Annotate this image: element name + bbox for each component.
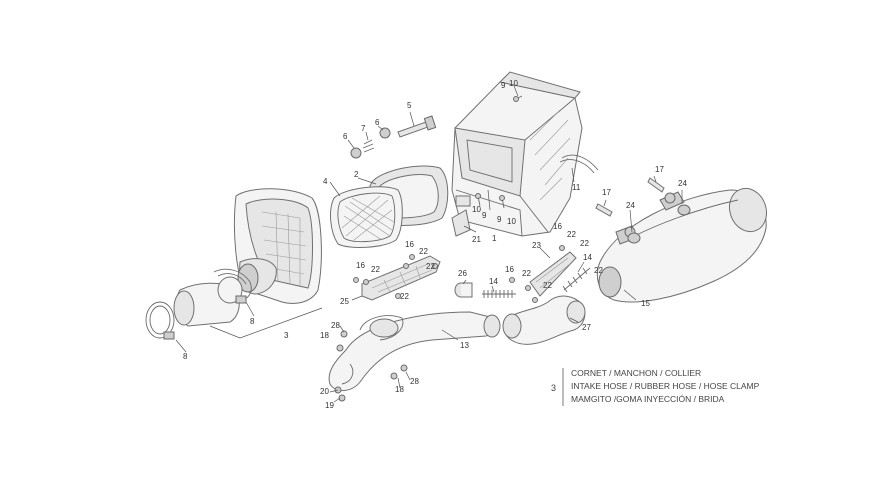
callout-5: 5	[407, 101, 412, 110]
callout-16b: 16	[356, 261, 365, 270]
leader-lines	[175, 85, 683, 403]
legend-line-en: INTAKE HOSE / RUBBER HOSE / HOSE CLAMP	[571, 381, 760, 391]
callout-8b: 8	[183, 352, 188, 361]
callout-22e: 22	[567, 230, 576, 239]
callout-6b: 6	[375, 118, 380, 127]
link-pipe-part	[502, 295, 586, 345]
muffler-bolts-part	[595, 177, 691, 244]
springs-part	[454, 267, 591, 298]
callout-10c: 10	[507, 217, 516, 226]
callout-23: 23	[532, 241, 541, 250]
legend-line-es: MAMGITO /GOMA INYECCIÓN / BRIDA	[571, 394, 725, 404]
callout-28a: 28	[331, 321, 340, 330]
callout-20: 20	[320, 387, 329, 396]
callout-28b: 28	[410, 377, 419, 386]
callout-19: 19	[325, 401, 334, 410]
callout-22a: 22	[419, 247, 428, 256]
callout-8a: 8	[250, 317, 255, 326]
callout-26: 26	[458, 269, 467, 278]
callout-numbers: 1 2 3 4 5 6 6 7 8 8 9 9 9 10 10 10 11 13…	[183, 79, 687, 410]
callout-16c: 16	[553, 222, 562, 231]
callout-10a: 10	[509, 79, 518, 88]
callout-4: 4	[323, 177, 328, 186]
callout-22h: 22	[543, 281, 552, 290]
callout-18a: 18	[320, 331, 329, 340]
callout-22f: 22	[580, 239, 589, 248]
callout-24b: 24	[626, 201, 635, 210]
callout-22g: 22	[522, 269, 531, 278]
callout-22d: 22	[400, 292, 409, 301]
callout-22i: 22	[594, 266, 603, 275]
callout-7: 7	[361, 124, 366, 133]
callout-13: 13	[460, 341, 469, 350]
legend-line-fr: CORNET / MANCHON / COLLIER	[571, 368, 701, 378]
callout-15: 15	[641, 299, 650, 308]
airbox-cover-part	[234, 188, 322, 304]
reed-plate-part	[525, 245, 577, 297]
callout-6a: 6	[343, 132, 348, 141]
callout-9b: 9	[482, 211, 487, 220]
callout-17a: 17	[655, 165, 664, 174]
callout-22b: 22	[371, 265, 380, 274]
header-pipe-part	[328, 311, 501, 391]
callout-22c: 22	[426, 262, 435, 271]
airbox-part	[451, 71, 583, 237]
hose-clamp-part	[145, 295, 247, 340]
callout-9c: 9	[497, 215, 502, 224]
callout-9a: 9	[501, 81, 506, 90]
filter-frame-part	[330, 186, 403, 248]
legend-number: 3	[551, 383, 556, 393]
callout-1: 1	[492, 234, 497, 243]
legend: 3 CORNET / MANCHON / COLLIER INTAKE HOSE…	[551, 368, 760, 406]
callout-2: 2	[354, 170, 359, 179]
callout-24a: 24	[678, 179, 687, 188]
callout-10b: 10	[472, 205, 481, 214]
muffler-part	[596, 187, 768, 303]
callout-16a: 16	[405, 240, 414, 249]
callout-16d: 16	[505, 265, 514, 274]
callout-17b: 17	[602, 188, 611, 197]
callout-14b: 14	[583, 253, 592, 262]
breather-hose-part	[559, 154, 599, 174]
callout-25: 25	[340, 297, 349, 306]
callout-18b: 18	[395, 385, 404, 394]
callout-27: 27	[582, 323, 591, 332]
callout-11: 11	[572, 183, 581, 192]
intake-hose-part	[173, 268, 252, 327]
fasteners-part	[350, 95, 523, 237]
callout-3: 3	[284, 331, 289, 340]
callout-14a: 14	[489, 277, 498, 286]
callout-21: 21	[472, 235, 481, 244]
